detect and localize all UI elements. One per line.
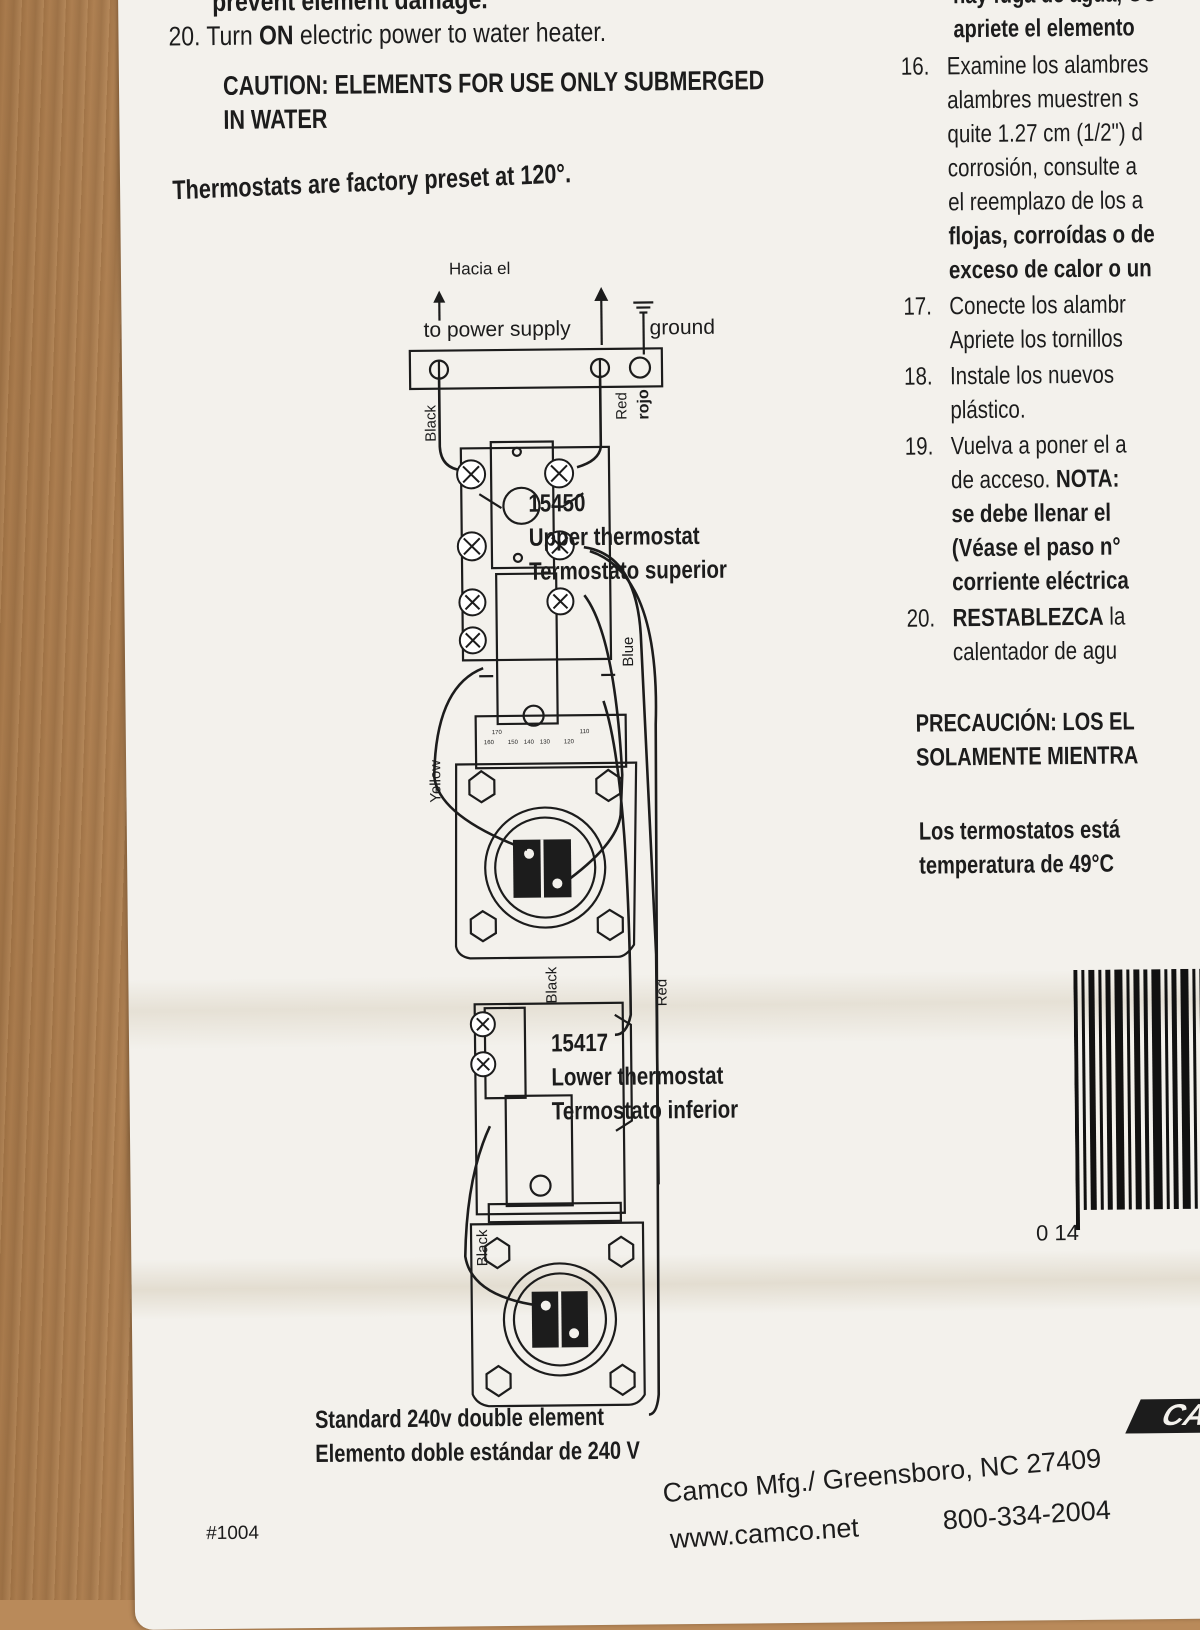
step-line: calentador de agu — [953, 637, 1117, 667]
screw-icon — [460, 627, 486, 653]
red-wire — [576, 375, 601, 467]
step-line-bold: se debe llenar el — [951, 499, 1111, 529]
arrow-up-icon — [433, 291, 445, 303]
step-line: plástico. — [950, 396, 1025, 425]
step-number: 19. — [905, 429, 951, 463]
caution-line-1: CAUTION: ELEMENTS FOR USE ONLY SUBMERGED — [223, 65, 765, 102]
red-label-2: Red — [653, 979, 670, 1007]
black-label-3: Black — [474, 1229, 491, 1266]
screw-icon — [471, 1052, 495, 1076]
camco-logo: CA — [1125, 1398, 1200, 1433]
step-text-pre: Turn — [206, 21, 259, 52]
lower-part-number: 15417 — [551, 1029, 608, 1059]
black-wire — [439, 376, 463, 470]
step-line: Examine los alambres — [947, 50, 1149, 80]
blue-label: Blue — [620, 637, 637, 667]
rojo-label: rojo — [635, 389, 652, 420]
step-line: Instale los nuevos — [950, 361, 1114, 391]
upper-thermostat-label-es: Termostato superior — [529, 556, 727, 587]
temp-mark: 110 — [580, 729, 590, 735]
wiring-diagram: Hacia el to power supply ground Black Re… — [281, 252, 914, 1488]
terminal-screw — [630, 357, 650, 377]
temp-mark: 140 — [524, 740, 535, 746]
termostatos-line-1: Los termostatos está — [919, 816, 1120, 847]
step-line-bold: RESTABLEZCA — [952, 603, 1103, 633]
step-line: corrosión, consulte a — [948, 152, 1137, 182]
screw-icon — [459, 589, 485, 615]
step-line-bold: flojas, corroídas o de — [948, 220, 1154, 250]
step-line: de acceso. — [951, 465, 1056, 494]
step-20-es: 20.RESTABLEZCA la calentador de agu — [906, 599, 1125, 669]
cut-off-line: apriete el elemento — [953, 13, 1134, 44]
diagram-caption-en: Standard 240v double element — [315, 1403, 604, 1435]
step-line-bold: NOTA: — [1056, 465, 1120, 494]
barcode — [1073, 968, 1200, 1235]
temp-mark: 150 — [508, 740, 519, 746]
company-phone: 800-334-2004 — [942, 1495, 1112, 1536]
precaucion-line-2: SOLAMENTE MIENTRA — [916, 741, 1139, 772]
step-number: 17. — [903, 289, 949, 323]
step-line: alambres muestren s — [947, 84, 1139, 114]
step-18: 18.Instale los nuevos plástico. — [904, 358, 1115, 428]
company-website: www.camco.net — [669, 1512, 860, 1555]
lower-thermostat-label-es: Termostato inferior — [552, 1096, 739, 1127]
step-line-bold: (Véase el paso n° — [952, 533, 1121, 563]
temp-mark: 120 — [564, 739, 575, 745]
screw-icon — [545, 459, 573, 487]
step-line: Conecte los alambr — [949, 290, 1126, 320]
step-line: el reemplazo de los a — [948, 186, 1143, 216]
step-line-bold: corriente eléctrica — [952, 566, 1129, 596]
diagram-caption-es: Elemento doble estándar de 240 V — [315, 1437, 640, 1469]
black-label-2: Black — [543, 966, 560, 1003]
step-19: 19.Vuelva a poner el a de acceso. NOTA: … — [905, 427, 1129, 599]
factory-preset-note: Thermostats are factory preset at 120°. — [172, 158, 571, 206]
temp-mark: 170 — [492, 730, 503, 736]
instruction-sheet: prevent element damage. 20. Turn ON elec… — [118, 0, 1200, 1630]
step-line: quite 1.27 cm (1/2") d — [947, 118, 1143, 148]
red-wire-2 — [590, 550, 664, 1415]
red-label: Red — [613, 392, 630, 420]
step-16: 16.Examine los alambres alambres muestre… — [901, 47, 1156, 288]
yellow-label: Yellow — [427, 760, 444, 803]
yellow-wire — [433, 668, 527, 851]
step-20: 20. Turn ON electric power to water heat… — [168, 17, 606, 53]
step-number: 20. — [906, 601, 952, 635]
ground-label: ground — [649, 316, 715, 340]
hacia-label: Hacia el — [449, 259, 511, 279]
black-label: Black — [422, 404, 439, 441]
upper-thermostat-label: Upper thermostat — [529, 522, 700, 553]
step-line: la — [1103, 602, 1125, 630]
cut-off-line: prevent element damage. — [212, 0, 488, 18]
step-text-bold: ON — [259, 20, 294, 50]
step-number: 18. — [904, 359, 950, 393]
screw-icon — [547, 588, 573, 614]
precaucion-line-1: PRECAUCIÓN: LOS EL — [916, 707, 1135, 738]
power-supply-label: to power supply — [423, 317, 571, 342]
screw-icon — [457, 460, 485, 488]
lower-thermostat-label: Lower thermostat — [551, 1062, 723, 1093]
termostatos-line-2: temperatura de 49°C — [919, 850, 1114, 881]
step-line: Apriete los tornillos — [949, 324, 1122, 354]
step-number: 20. — [168, 21, 200, 51]
cut-off-line: hay fuga de agua, CO — [953, 0, 1158, 10]
screw-icon — [458, 532, 486, 560]
step-text-post: electric power to water heater. — [293, 17, 606, 50]
barcode-digits: 0 14 — [1036, 1220, 1079, 1246]
arrow-up-icon — [594, 287, 608, 301]
upper-part-number: 15450 — [528, 489, 585, 519]
step-line-bold: exceso de calor o un — [949, 254, 1152, 284]
form-code: #1004 — [206, 1523, 259, 1546]
temp-mark: 130 — [540, 740, 551, 746]
step-line: Vuelva a poner el a — [951, 430, 1127, 460]
screw-icon — [471, 1012, 495, 1036]
temp-mark: 160 — [484, 740, 495, 746]
step-number: 16. — [901, 49, 947, 83]
caution-line-2: IN WATER — [223, 104, 327, 136]
step-17: 17.Conecte los alambr Apriete los tornil… — [903, 287, 1126, 357]
